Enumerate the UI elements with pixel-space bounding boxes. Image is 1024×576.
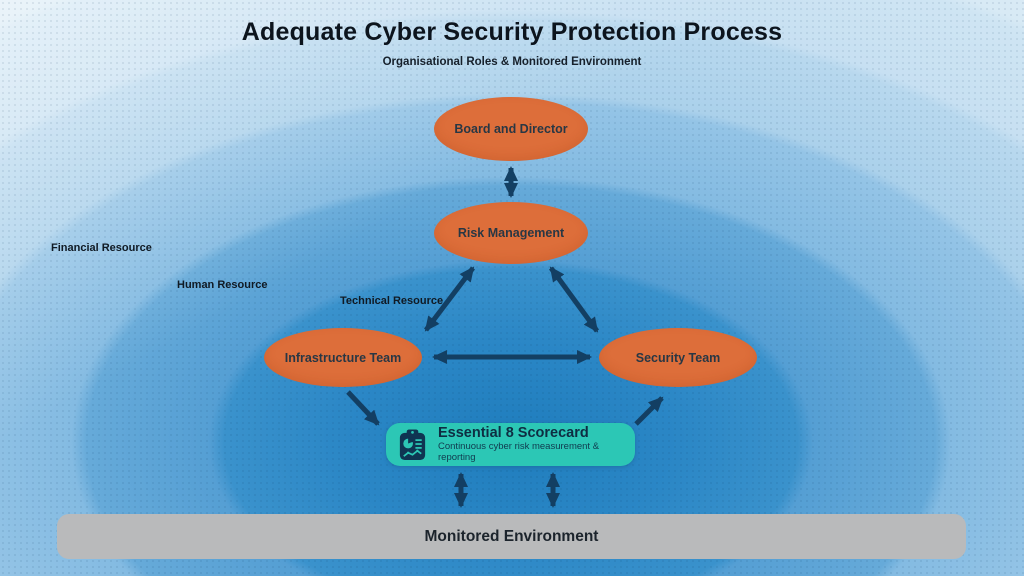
monitored-environment-label: Monitored Environment: [424, 527, 599, 545]
monitored-environment-bar: Monitored Environment: [57, 514, 966, 559]
node-risk-management: Risk Management: [434, 202, 588, 264]
essential8-scorecard-card: Essential 8 Scorecard Continuous cyber r…: [386, 423, 635, 466]
ring-label-financial-resource: Financial Resource: [51, 242, 152, 254]
scorecard-subtitle: Continuous cyber risk measurement & repo…: [438, 440, 600, 463]
ring-label-technical-resource: Technical Resource: [340, 295, 444, 307]
scorecard-title: Essential 8 Scorecard: [438, 425, 589, 442]
page-subtitle: Organisational Roles & Monitored Environ…: [382, 56, 642, 68]
node-board-and-director: Board and Director: [434, 97, 588, 161]
scorecard-clipboard-icon: [396, 428, 429, 461]
node-risk-label: Risk Management: [457, 226, 565, 240]
node-infrastructure-label: Infrastructure Team: [284, 350, 402, 365]
ring-label-human-resource: Human Resource: [177, 279, 268, 291]
page-title: Adequate Cyber Security Protection Proce…: [241, 18, 783, 46]
node-board-label: Board and Director: [454, 122, 568, 136]
node-security-label: Security Team: [635, 350, 721, 365]
node-security-team: Security Team: [599, 328, 757, 387]
node-infrastructure-team: Infrastructure Team: [264, 328, 422, 387]
